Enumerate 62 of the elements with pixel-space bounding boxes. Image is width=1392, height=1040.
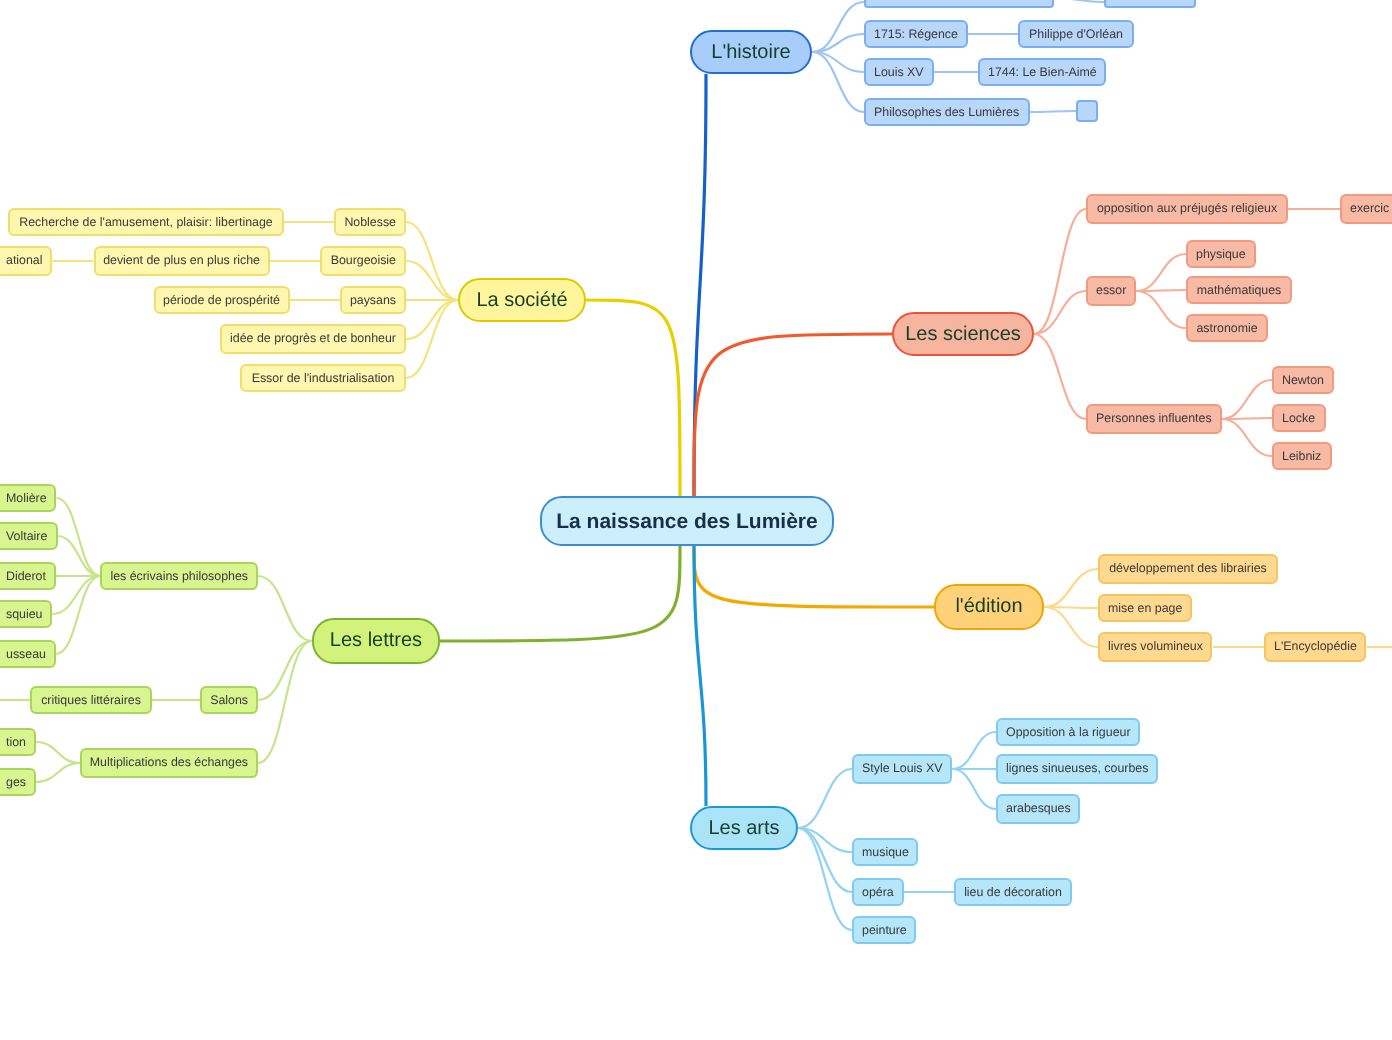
branch-line (52, 574, 101, 616)
branch-line (405, 220, 459, 302)
branch-line (797, 826, 853, 894)
branch-line (1033, 289, 1087, 336)
branch-line (811, 32, 865, 54)
branch-line (284, 220, 335, 224)
topic-bubble: Les sciences (892, 312, 1034, 356)
empty-box (1076, 100, 1098, 122)
central-topic: La naissance des Lumière (540, 496, 834, 546)
branch-line (57, 534, 101, 578)
branch-line (797, 826, 853, 932)
topic-bubble: l'édition (934, 584, 1044, 630)
topic-bubble: L'histoire (690, 30, 812, 74)
branch-line (257, 639, 313, 765)
branch-line (1029, 109, 1076, 114)
branch-line (290, 298, 340, 302)
branch-line (1136, 289, 1187, 330)
branch-line (952, 767, 996, 771)
topic-bubble: La société (458, 278, 586, 322)
branch-line (903, 890, 954, 894)
branch-line (952, 767, 997, 811)
branch-line (1288, 207, 1340, 211)
branch-line (1033, 332, 1087, 421)
branch-line (1366, 645, 1392, 649)
branch-line (405, 259, 459, 302)
branch-line (257, 574, 313, 643)
branch-line (1043, 567, 1099, 609)
branch-line (1033, 208, 1087, 335)
branch-line (52, 259, 94, 263)
branch-line (967, 32, 1018, 36)
branch-line (35, 761, 80, 784)
branch-line (56, 496, 101, 578)
branch-line (797, 826, 853, 854)
topic-bubble: Les arts (690, 806, 798, 850)
branch-line (1043, 605, 1099, 649)
branch-line (586, 298, 682, 496)
branch-line (405, 298, 459, 380)
branch-line (811, 50, 865, 114)
branch-line (55, 574, 101, 656)
branch-line (692, 546, 708, 806)
branch-line (35, 740, 80, 765)
branch-line (440, 546, 682, 643)
branch-line (405, 298, 459, 341)
branch-line (0, 698, 30, 702)
branch-line (811, 50, 865, 74)
branch-line (152, 698, 201, 702)
branch-line (1136, 252, 1187, 293)
branch-line (1136, 288, 1186, 293)
branch-line (1221, 417, 1273, 458)
branch-line (797, 767, 853, 830)
branch-line (55, 574, 101, 578)
branch-line (1044, 605, 1098, 610)
branch-line (933, 70, 978, 74)
branch-line (1221, 378, 1273, 421)
branch-line (257, 639, 313, 702)
topic-bubble: Les lettres (312, 618, 440, 664)
branch-line (270, 259, 321, 263)
branch-line (1212, 645, 1264, 649)
branch-line (811, 0, 865, 54)
branch-line (1221, 416, 1272, 421)
branch-line (692, 332, 892, 496)
branch-line (952, 730, 997, 771)
